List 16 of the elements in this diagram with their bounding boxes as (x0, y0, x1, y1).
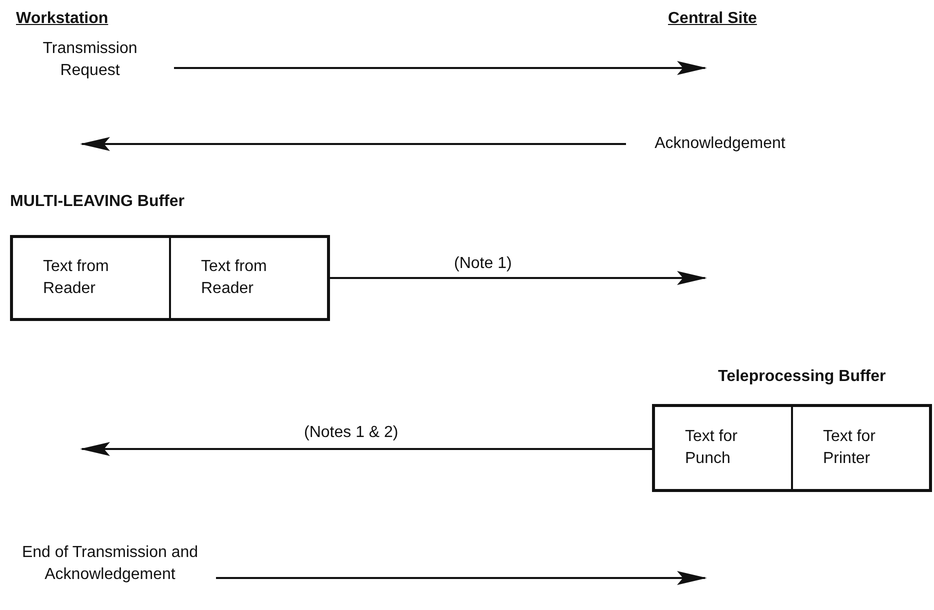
arrow (174, 61, 707, 75)
buffer-cell: Text for Printer (791, 407, 929, 489)
arrow (216, 571, 707, 585)
site-heading: Workstation (16, 10, 108, 28)
message-text: End of Transmission and Acknowledgement (10, 542, 210, 586)
buffer-cell: Text for Punch (655, 407, 791, 489)
buffer-cell: Text from Reader (13, 238, 169, 318)
message-text: Acknowledgement (640, 133, 800, 155)
arrow (330, 271, 707, 285)
arrow (80, 442, 652, 456)
site-heading: Central Site (668, 10, 757, 28)
arrow (80, 137, 626, 151)
buffer-title: MULTI-LEAVING Buffer (10, 193, 184, 211)
buffer-title: Teleprocessing Buffer (718, 368, 886, 386)
message-text: Transmission Request (20, 38, 160, 82)
buffer-cell: Text from Reader (169, 238, 327, 318)
